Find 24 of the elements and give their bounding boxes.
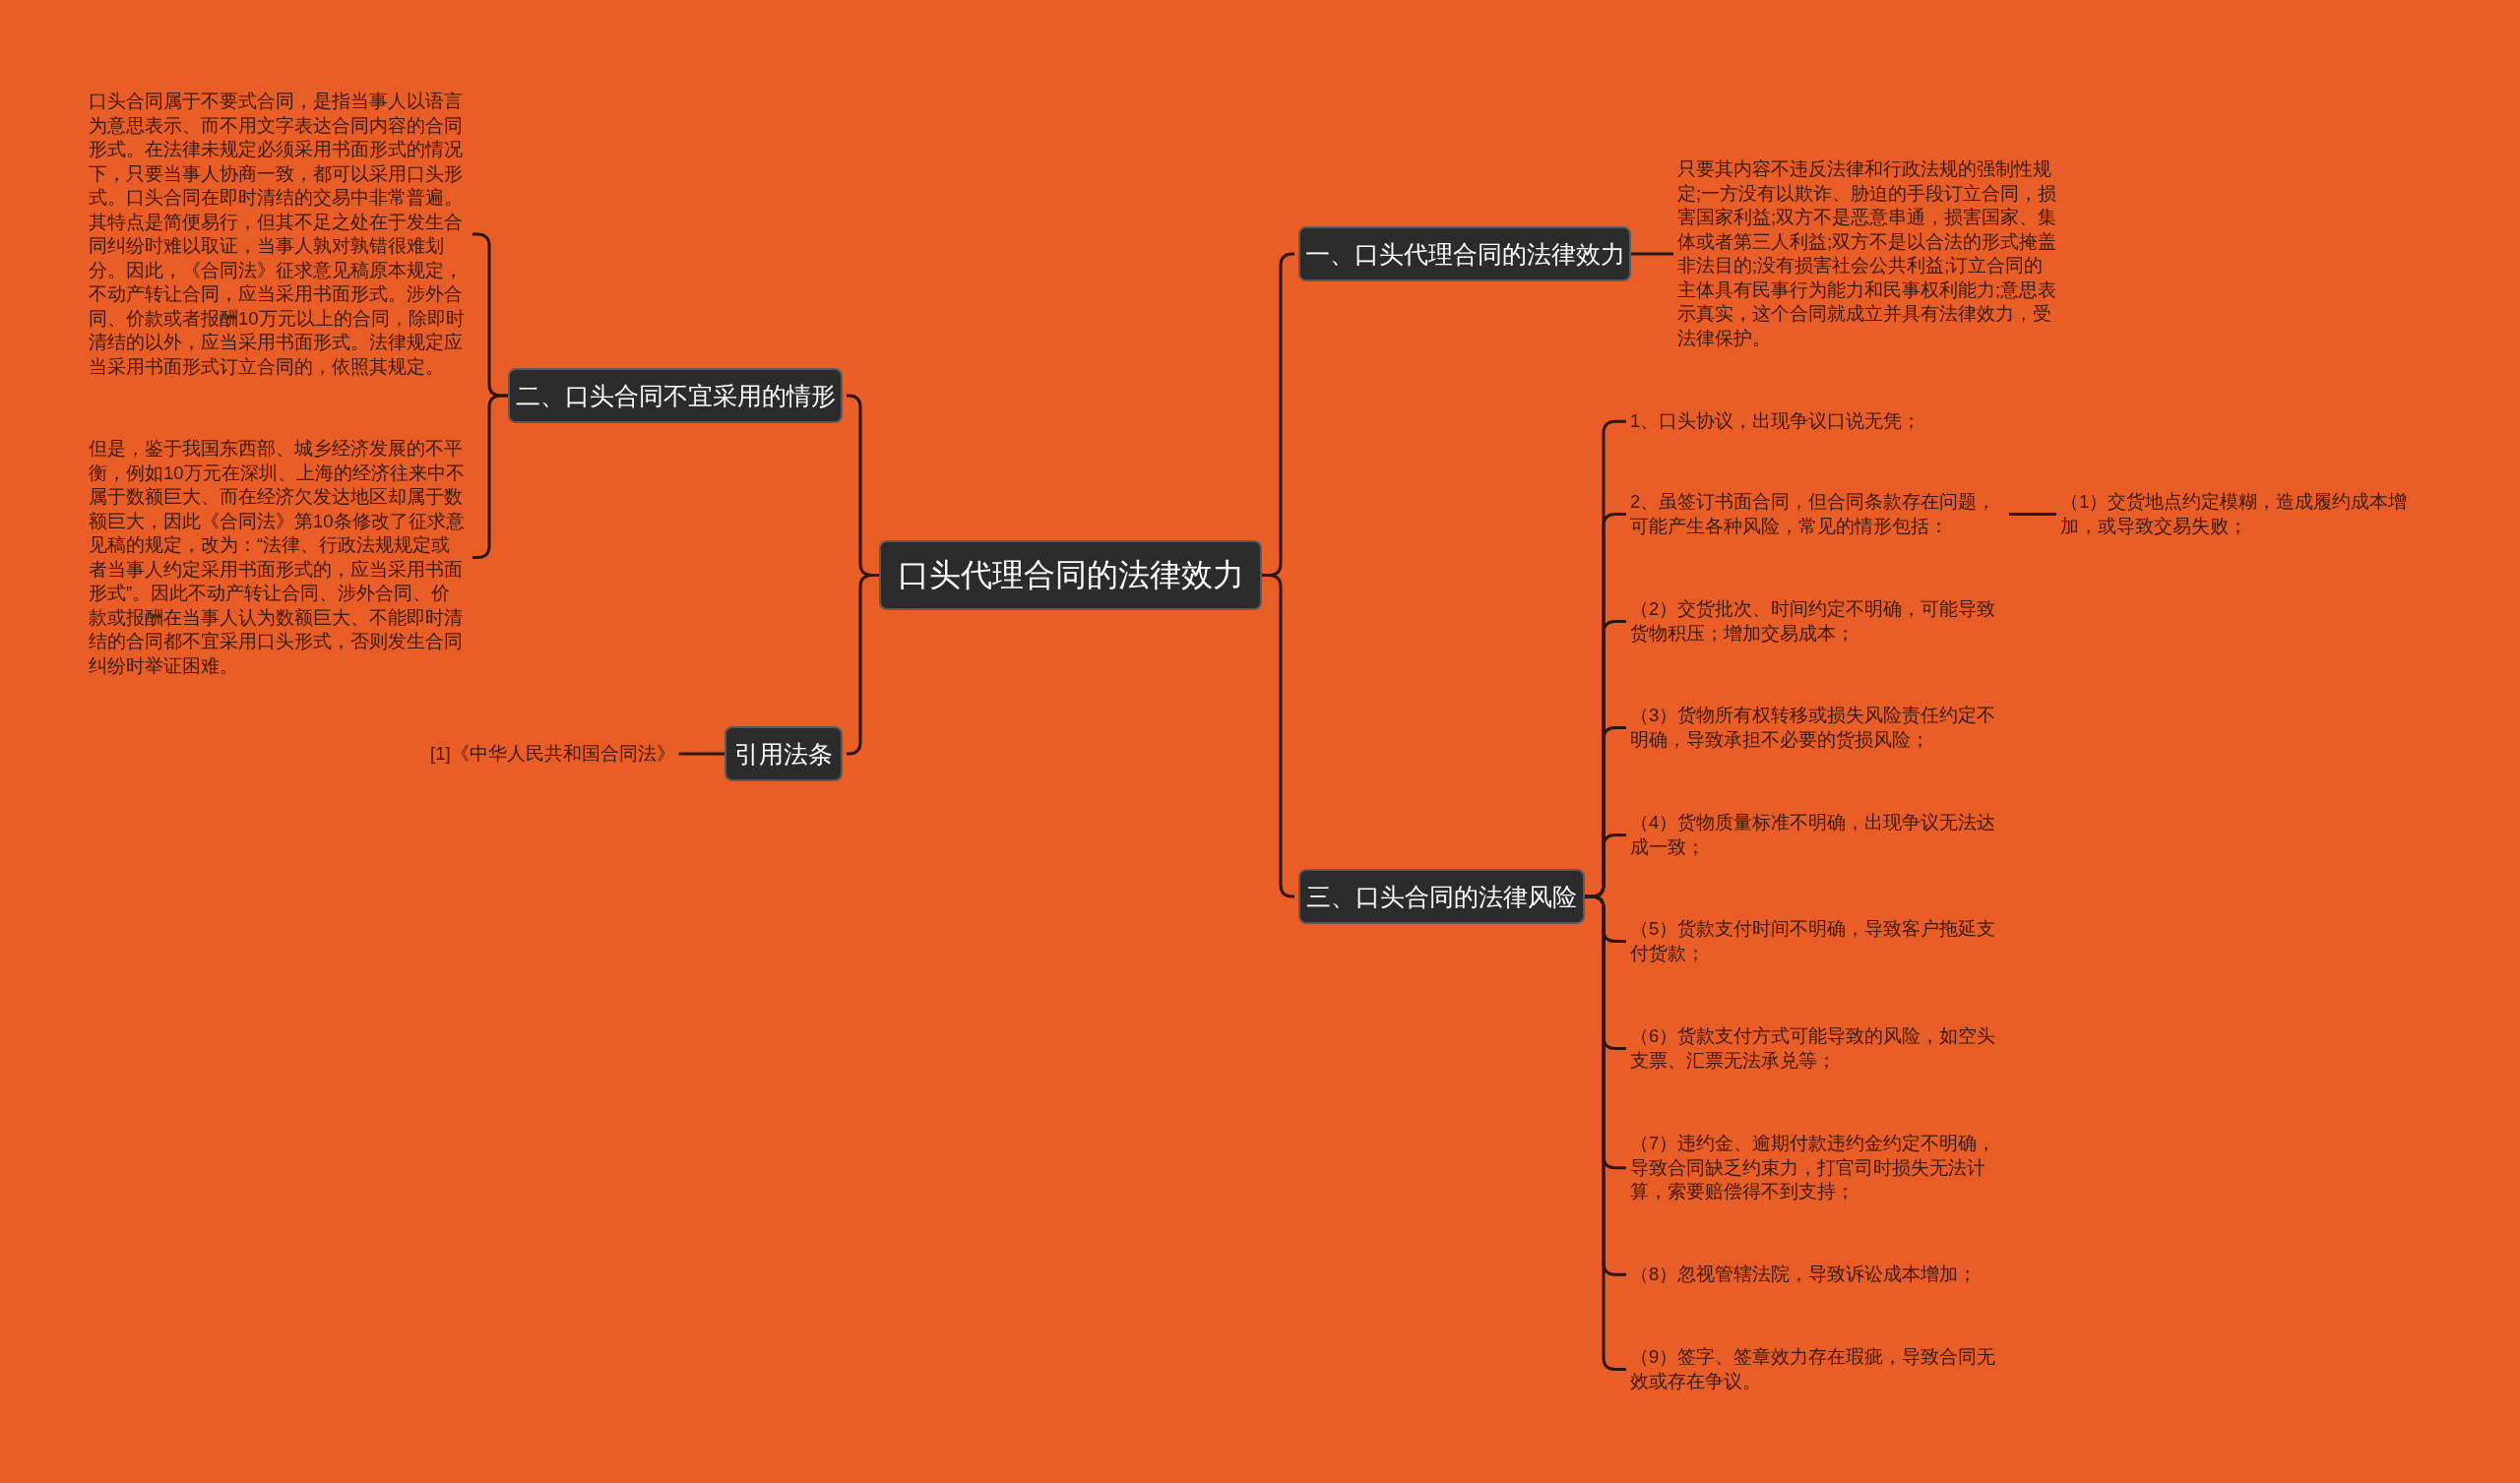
note-text: （9）签字、签章效力存在瑕疵，导致合同无效或存在争议。 bbox=[1630, 1345, 2009, 1393]
note-text: （5）货款支付时间不明确，导致客户拖延支付货款； bbox=[1630, 917, 2009, 965]
note-text: 但是，鉴于我国东西部、城乡经济发展的不平衡，例如10万元在深圳、上海的经济往来中不属于数额巨大、而在经济欠发达地区却属于数额巨大，因此《合同法》第10条修改了征求意见稿的规定，改为：“法律、行政法规规定或者当事人约定采用书面形式的，应当采用书面形式”。因此不动产转让合同、涉外合同、价款或报酬在当事人认为数额巨大、不能即时清结的合同都不宜采用口头形式，否则发生合同纠纷时举证困难。 bbox=[89, 437, 469, 678]
note-text: 2、虽签订书面合同，但合同条款存在问题，可能产生各种风险，常见的情形包括： bbox=[1630, 490, 2009, 538]
note-text: 1、口头协议，出现争议口说无凭； bbox=[1630, 409, 2009, 434]
connector-line bbox=[678, 752, 724, 756]
note-text: 只要其内容不违反法律和行政法规的强制性规定;一方没有以欺诈、胁迫的手段订立合同，损害国家利益;双方不是恶意串通，损害国家、集体或者第三人利益;双方不是以合法的形式掩盖非法目的;没有损害社会公共利益;订立合同的主体具有民事行为能力和民事权利能力;意思表示真实，这个合同就成立并具有法律效力，受法律保护。 bbox=[1677, 157, 2061, 350]
note-text: [1]《中华人民共和国合同法》 bbox=[430, 742, 675, 767]
connector-line bbox=[1631, 252, 1673, 256]
note-text: （6）货款支付方式可能导致的风险，如空头支票、汇票无法承兑等； bbox=[1630, 1024, 2009, 1073]
central-topic-box: 口头代理合同的法律效力 bbox=[879, 540, 1262, 610]
topic-box: 二、口头合同不宜采用的情形 bbox=[508, 368, 843, 423]
topic-box: 引用法条 bbox=[724, 726, 843, 781]
note-text: 口头合同属于不要式合同，是指当事人以语言为意思表示、而不用文字表达合同内容的合同形式。在法律未规定必须采用书面形式的情况下，只要当事人协商一致，都可以采用口头形式。口头合同在即时清结的交易中非常普遍。其特点是简便易行，但其不足之处在于发生合同纠纷时难以取证，当事人孰对孰错很难划分。因此，《合同法》征求意见稿原本规定，不动产转让合同，应当采用书面形式。涉外合同、价款或者报酬10万元以上的合同，除即时清结的以外，应当采用书面形式。法律规定应当采用书面形式订立合同的，依照其规定。 bbox=[89, 90, 469, 379]
topic-box: 三、口头合同的法律风险 bbox=[1298, 869, 1585, 924]
connector-line bbox=[1585, 895, 1626, 1371]
topic-box: 一、口头代理合同的法律效力 bbox=[1298, 226, 1631, 281]
note-text: （7）违约金、逾期付款违约金约定不明确，导致合同缺乏约束力，打官司时损失无法计算，索要赔偿得不到支持； bbox=[1630, 1132, 2009, 1205]
note-text: （1）交货地点约定模糊，造成履约成本增加，或导致交易失败； bbox=[2060, 490, 2439, 538]
note-text: （3）货物所有权转移或损失风险责任约定不明确，导致承担不必要的货损风险； bbox=[1630, 704, 2009, 752]
connector-line bbox=[2009, 513, 2056, 516]
note-text: （4）货物质量标准不明确，出现争议无法达成一致； bbox=[1630, 811, 2009, 859]
note-text: （2）交货批次、时间约定不明确，可能导致货物积压；增加交易成本； bbox=[1630, 597, 2009, 646]
note-text: （8）忽视管辖法院，导致诉讼成本增加； bbox=[1630, 1263, 2009, 1287]
